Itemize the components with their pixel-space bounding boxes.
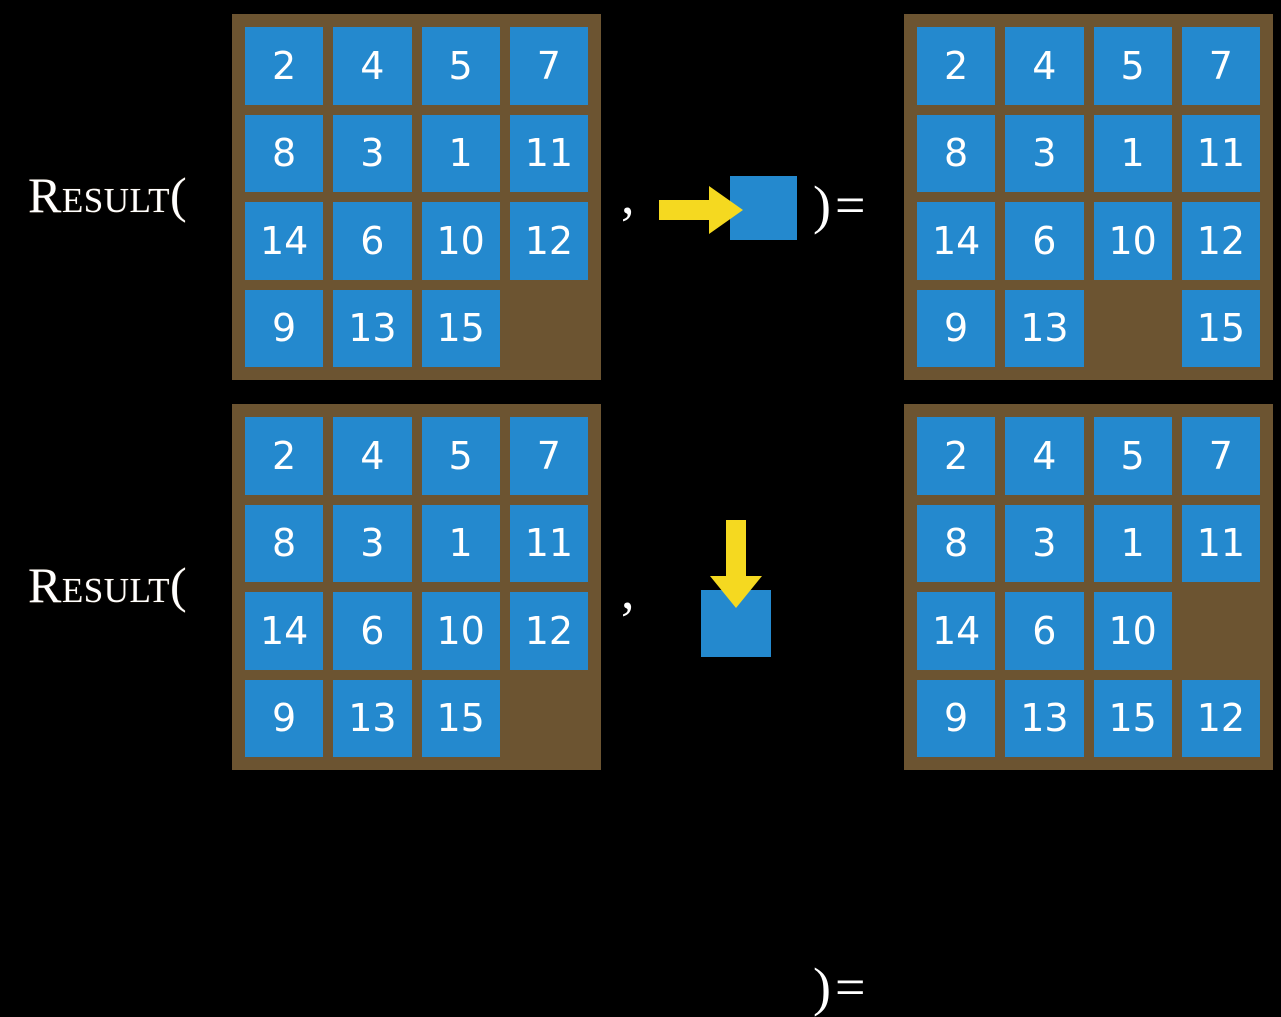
tile[interactable]: 13 — [333, 679, 412, 757]
tile[interactable]: 3 — [1005, 114, 1084, 192]
equation-row: Result( 2 4 5 7 8 3 1 11 14 6 10 12 9 13… — [0, 0, 1281, 390]
tile[interactable]: 11 — [1181, 114, 1260, 192]
tile[interactable]: 11 — [509, 114, 588, 192]
tile[interactable]: 11 — [1181, 504, 1260, 582]
output-board: 2 4 5 7 8 3 1 11 14 6 10 9 13 15 12 — [904, 404, 1273, 770]
tile[interactable]: 1 — [421, 504, 500, 582]
input-board: 2 4 5 7 8 3 1 11 14 6 10 12 9 13 15 — [232, 404, 601, 770]
tile[interactable]: 7 — [509, 27, 588, 105]
arrow-down-icon — [710, 520, 762, 608]
equals-sign: = — [834, 957, 870, 1017]
tile[interactable]: 4 — [1005, 417, 1084, 495]
tile[interactable]: 15 — [1093, 679, 1172, 757]
tile[interactable]: 8 — [245, 114, 324, 192]
tile[interactable]: 2 — [917, 27, 996, 105]
input-board-grid: 2 4 5 7 8 3 1 11 14 6 10 12 9 13 15 — [245, 27, 588, 367]
tile[interactable]: 2 — [245, 417, 324, 495]
tile[interactable]: 6 — [1005, 202, 1084, 280]
move-down-action[interactable] — [691, 510, 811, 670]
close-paren: ) — [813, 957, 835, 1017]
close-paren-and-equals: )= — [813, 960, 869, 1014]
tile[interactable]: 11 — [509, 504, 588, 582]
tile[interactable]: 12 — [1181, 202, 1260, 280]
move-right-action[interactable] — [657, 170, 857, 250]
tile[interactable]: 13 — [1005, 679, 1084, 757]
equation-row: Result( 2 4 5 7 8 3 1 11 14 6 10 12 9 13… — [0, 390, 1281, 1014]
tile[interactable]: 15 — [421, 289, 500, 367]
tile[interactable]: 3 — [1005, 504, 1084, 582]
tile[interactable]: 6 — [333, 592, 412, 670]
tile[interactable]: 4 — [333, 27, 412, 105]
tile[interactable]: 10 — [1093, 592, 1172, 670]
result-function-label: Result( — [28, 167, 188, 223]
tile[interactable]: 9 — [917, 289, 996, 367]
tile[interactable]: 4 — [1005, 27, 1084, 105]
argument-separator-comma: , — [621, 560, 635, 620]
tile[interactable]: 1 — [1093, 114, 1172, 192]
input-board-grid: 2 4 5 7 8 3 1 11 14 6 10 12 9 13 15 — [245, 417, 588, 757]
operator-area: , )= — [601, 0, 904, 390]
tile[interactable]: 12 — [1181, 679, 1260, 757]
tile[interactable]: 2 — [245, 27, 324, 105]
tile[interactable]: 9 — [245, 679, 324, 757]
blank-tile-glyph — [730, 176, 797, 240]
tile[interactable]: 13 — [1005, 289, 1084, 367]
arrow-right-icon — [659, 186, 743, 234]
tile[interactable]: 6 — [333, 202, 412, 280]
tile[interactable]: 7 — [1181, 417, 1260, 495]
tile[interactable]: 1 — [1093, 504, 1172, 582]
close-paren: ) — [813, 175, 835, 235]
tile[interactable]: 5 — [421, 27, 500, 105]
empty-cell — [1094, 290, 1172, 368]
empty-cell — [1182, 592, 1260, 670]
tile[interactable]: 14 — [245, 202, 324, 280]
output-board: 2 4 5 7 8 3 1 11 14 6 10 12 9 13 15 — [904, 14, 1273, 380]
empty-cell — [510, 290, 588, 368]
tile[interactable]: 15 — [1181, 289, 1260, 367]
tile[interactable]: 14 — [917, 592, 996, 670]
argument-separator-comma: , — [621, 165, 635, 225]
tile[interactable]: 5 — [1093, 417, 1172, 495]
output-board-grid: 2 4 5 7 8 3 1 11 14 6 10 12 9 13 15 — [917, 27, 1260, 367]
input-board: 2 4 5 7 8 3 1 11 14 6 10 12 9 13 15 — [232, 14, 601, 380]
tile[interactable]: 14 — [245, 592, 324, 670]
equals-sign: = — [834, 175, 870, 235]
tile[interactable]: 4 — [333, 417, 412, 495]
tile[interactable]: 9 — [245, 289, 324, 367]
tile[interactable]: 7 — [509, 417, 588, 495]
empty-cell — [510, 680, 588, 758]
tile[interactable]: 13 — [333, 289, 412, 367]
tile[interactable]: 5 — [421, 417, 500, 495]
tile[interactable]: 8 — [917, 114, 996, 192]
tile[interactable]: 14 — [917, 202, 996, 280]
tile[interactable]: 3 — [333, 114, 412, 192]
tile[interactable]: 12 — [509, 592, 588, 670]
tile[interactable]: 15 — [421, 679, 500, 757]
tile[interactable]: 12 — [509, 202, 588, 280]
tile[interactable]: 9 — [917, 679, 996, 757]
output-board-grid: 2 4 5 7 8 3 1 11 14 6 10 9 13 15 12 — [917, 417, 1260, 757]
result-function-label: Result( — [28, 557, 188, 613]
tile[interactable]: 6 — [1005, 592, 1084, 670]
tile[interactable]: 1 — [421, 114, 500, 192]
tile[interactable]: 5 — [1093, 27, 1172, 105]
tile[interactable]: 7 — [1181, 27, 1260, 105]
tile[interactable]: 8 — [917, 504, 996, 582]
tile[interactable]: 10 — [421, 202, 500, 280]
operator-area: , )= — [601, 390, 904, 1014]
tile[interactable]: 2 — [917, 417, 996, 495]
tile[interactable]: 10 — [421, 592, 500, 670]
tile[interactable]: 10 — [1093, 202, 1172, 280]
tile[interactable]: 8 — [245, 504, 324, 582]
close-paren-and-equals: )= — [813, 178, 869, 232]
tile[interactable]: 3 — [333, 504, 412, 582]
